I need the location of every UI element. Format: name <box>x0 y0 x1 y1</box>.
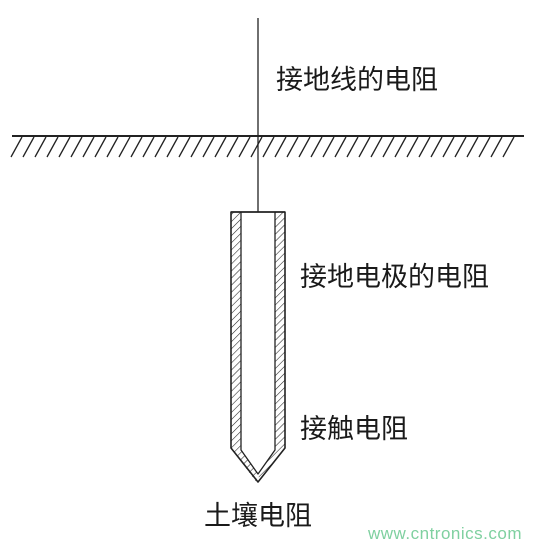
ground-hatch-tick <box>322 136 335 158</box>
ground-hatch-tick <box>82 136 95 158</box>
ground-hatch-tick <box>46 136 59 158</box>
ground-hatch-tick <box>118 136 131 158</box>
ground-hatch-tick <box>394 136 407 158</box>
ground-hatch-tick <box>382 136 395 158</box>
ground-hatch-tick <box>250 136 263 158</box>
ground-hatch-tick <box>370 136 383 158</box>
ground-hatch-tick <box>130 136 143 158</box>
ground-hatch-tick <box>274 136 287 158</box>
ground-hatch-tick <box>166 136 179 158</box>
ground-hatch-tick <box>334 136 347 158</box>
ground-hatch-tick <box>214 136 227 158</box>
ground-hatch-tick <box>490 136 503 158</box>
soil-resistance-label: 土壤电阻 <box>204 501 312 532</box>
watermark-text: www.cntronics.com <box>368 524 522 543</box>
ground-hatch-tick <box>262 136 275 158</box>
ground-hatch-tick <box>106 136 119 158</box>
ground-hatch-tick <box>502 136 515 158</box>
ground-hatch-tick <box>478 136 491 158</box>
ground-hatch-tick <box>70 136 83 158</box>
electrode-resistance-label: 接地电极的电阻 <box>300 262 489 293</box>
ground-electrode <box>230 211 286 483</box>
ground-hatch-tick <box>442 136 455 158</box>
ground-hatch-tick <box>178 136 191 158</box>
ground-hatch-tick <box>142 136 155 158</box>
ground-hatch-tick <box>418 136 431 158</box>
ground-hatch-tick <box>34 136 47 158</box>
ground-hatch-tick <box>22 136 35 158</box>
ground-hatch-tick <box>190 136 203 158</box>
ground-hatch-tick <box>358 136 371 158</box>
ground-hatch-tick <box>226 136 239 158</box>
ground-surface <box>10 135 524 158</box>
ground-hatch-tick <box>154 136 167 158</box>
ground-wire-resistance-label: 接地线的电阻 <box>276 65 438 96</box>
ground-hatch-tick <box>466 136 479 158</box>
ground-hatch-tick <box>58 136 71 158</box>
ground-hatch-tick <box>430 136 443 158</box>
ground-hatch-tick <box>10 136 23 158</box>
ground-hatch-tick <box>310 136 323 158</box>
ground-hatch-tick <box>454 136 467 158</box>
ground-hatch-tick <box>94 136 107 158</box>
ground-hatch-tick <box>298 136 311 158</box>
ground-hatch-tick <box>202 136 215 158</box>
contact-resistance-label: 接触电阻 <box>300 414 408 445</box>
ground-hatch-tick <box>346 136 359 158</box>
ground-hatch-tick <box>406 136 419 158</box>
ground-hatch-tick <box>286 136 299 158</box>
ground-hatch-tick <box>238 136 251 158</box>
